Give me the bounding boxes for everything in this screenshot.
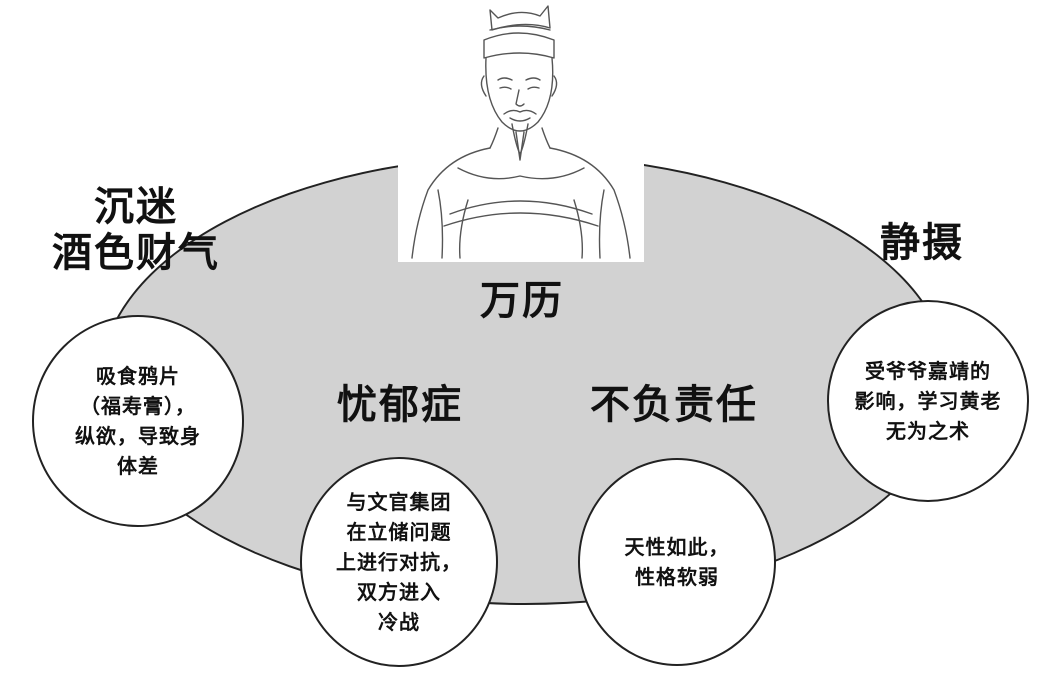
circle-opium-line: 吸食鸦片 [96,364,180,388]
circle-succession-line: 冷战 [378,610,420,634]
circle-nature-text: 天性如此， 性格软弱 [625,532,730,592]
label-indulgence-line2: 酒色财气 [52,229,220,276]
circle-opium-line: 纵欲，导致身 [75,424,201,448]
label-rest: 静摄 [880,219,964,266]
circle-nature-line: 天性如此， [624,535,730,559]
circle-succession-line: 与文官集团 [346,490,452,514]
portrait-sketch [411,5,631,259]
circle-succession-line: 在立储问题 [346,520,452,544]
label-indulgence: 沉迷 酒色财气 [52,184,220,276]
label-indulgence-line1: 沉迷 [94,183,178,230]
label-wanli: 万历 [480,277,564,324]
emperor-portrait-icon [398,0,644,262]
label-depression: 忧郁症 [337,381,463,428]
circle-jiajing-text: 受爷爷嘉靖的 影响，学习黄老 无为之术 [855,356,1002,446]
circle-jiajing-line: 无为之术 [886,419,970,443]
circle-nature-line: 性格软弱 [635,565,719,589]
circle-opium-line: （福寿膏）， [80,394,196,418]
circle-jiajing-line: 影响，学习黄老 [854,389,1002,413]
circle-opium: 吸食鸦片 （福寿膏）， 纵欲，导致身 体差 [32,315,244,527]
circle-jiajing: 受爷爷嘉靖的 影响，学习黄老 无为之术 [827,300,1029,502]
circle-succession-line: 双方进入 [357,580,441,604]
circle-opium-line: 体差 [117,454,159,478]
circle-jiajing-line: 受爷爷嘉靖的 [865,359,991,383]
circle-nature: 天性如此， 性格软弱 [578,458,776,666]
circle-succession-line: 上进行对抗， [336,550,462,574]
circle-succession: 与文官集团 在立储问题 上进行对抗， 双方进入 冷战 [300,457,498,667]
circle-opium-text: 吸食鸦片 （福寿膏）， 纵欲，导致身 体差 [75,361,201,481]
circle-succession-text: 与文官集团 在立储问题 上进行对抗， 双方进入 冷战 [336,487,462,637]
label-irresponsible: 不负责任 [590,381,758,428]
